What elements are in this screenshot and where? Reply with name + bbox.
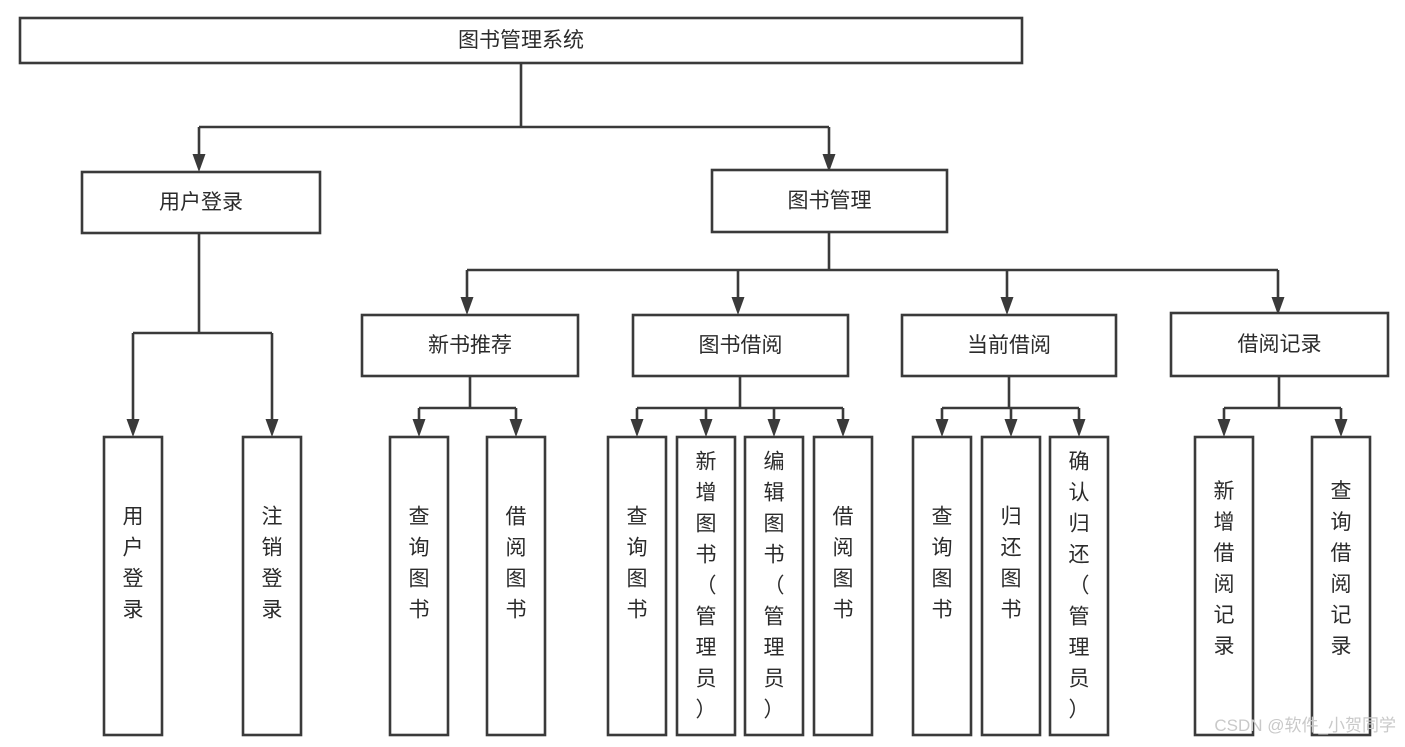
node-label: 借阅图书 bbox=[506, 506, 527, 622]
node-label: 注销登录 bbox=[262, 506, 283, 622]
node-rect[interactable] bbox=[241, 435, 303, 737]
node-label: 新书推荐 bbox=[428, 334, 512, 357]
node-rect[interactable] bbox=[743, 435, 805, 737]
node-label: 借阅图书 bbox=[833, 506, 854, 622]
node-rect[interactable] bbox=[980, 435, 1042, 737]
connector-newbook-to-leaves bbox=[412, 376, 523, 437]
node-rect[interactable] bbox=[900, 313, 1118, 378]
node-rect[interactable] bbox=[360, 313, 580, 378]
node-rect[interactable] bbox=[606, 435, 668, 737]
node-rect[interactable] bbox=[1048, 435, 1110, 737]
node-rect[interactable] bbox=[1310, 435, 1372, 737]
node-leaf-2[interactable]: 查询图书 bbox=[388, 435, 450, 737]
node-leaf-0[interactable]: 用户登录 bbox=[102, 435, 164, 737]
node-leaf-11[interactable]: 新增借阅记录 bbox=[1193, 435, 1255, 737]
node-label: 图书借阅 bbox=[699, 334, 783, 357]
connector-bookmgmt-to-level3 bbox=[460, 232, 1285, 315]
node-leaf-10[interactable]: 确认归还（管理员） bbox=[1048, 435, 1110, 737]
node-leaf-7[interactable]: 借阅图书 bbox=[812, 435, 874, 737]
node-level2-0[interactable]: 用户登录 bbox=[80, 170, 322, 235]
node-leaf-6[interactable]: 编辑图书（管理员） bbox=[743, 435, 805, 737]
node-label: 图书管理 bbox=[788, 190, 872, 213]
node-leaf-5[interactable]: 新增图书（管理员） bbox=[675, 435, 737, 737]
connector-root-to-level2 bbox=[192, 63, 836, 172]
node-layer: 图书管理系统用户登录图书管理新书推荐图书借阅当前借阅借阅记录用户登录注销登录查询… bbox=[18, 16, 1390, 737]
node-rect[interactable] bbox=[485, 435, 547, 737]
node-label: 查询图书 bbox=[627, 506, 648, 622]
connector-borrow-to-leaves bbox=[630, 376, 850, 437]
node-label: 查询借阅记录 bbox=[1331, 480, 1352, 658]
node-level3-1[interactable]: 图书借阅 bbox=[631, 313, 850, 378]
node-rect[interactable] bbox=[388, 435, 450, 737]
node-rect[interactable] bbox=[1169, 311, 1390, 378]
connector-records-to-leaves bbox=[1217, 376, 1348, 437]
node-leaf-9[interactable]: 归还图书 bbox=[980, 435, 1042, 737]
node-label: 当前借阅 bbox=[967, 334, 1051, 357]
csdn-watermark: CSDN @软件_小贺同学 bbox=[1214, 716, 1396, 735]
node-leaf-3[interactable]: 借阅图书 bbox=[485, 435, 547, 737]
node-label: 新增借阅记录 bbox=[1214, 480, 1235, 658]
node-label: 确认归还（管理员） bbox=[1069, 451, 1090, 722]
connector-layer bbox=[126, 63, 1348, 437]
node-rect[interactable] bbox=[710, 168, 949, 234]
connector-current-to-leaves bbox=[935, 376, 1086, 437]
connector-userlogin-to-leaves bbox=[126, 233, 279, 437]
node-rect[interactable] bbox=[631, 313, 850, 378]
node-label: 编辑图书（管理员） bbox=[764, 451, 785, 722]
node-label: 查询图书 bbox=[409, 506, 430, 622]
node-label: 用户登录 bbox=[123, 506, 144, 622]
node-level3-2[interactable]: 当前借阅 bbox=[900, 313, 1118, 378]
node-level2-1[interactable]: 图书管理 bbox=[710, 168, 949, 234]
node-rect[interactable] bbox=[102, 435, 164, 737]
node-label: 用户登录 bbox=[159, 191, 243, 214]
node-rect[interactable] bbox=[18, 16, 1024, 65]
node-root[interactable]: 图书管理系统 bbox=[18, 16, 1024, 65]
node-label: 借阅记录 bbox=[1238, 333, 1322, 356]
node-rect[interactable] bbox=[1193, 435, 1255, 737]
node-label: 查询图书 bbox=[932, 506, 953, 622]
node-level3-0[interactable]: 新书推荐 bbox=[360, 313, 580, 378]
node-rect[interactable] bbox=[911, 435, 973, 737]
node-leaf-12[interactable]: 查询借阅记录 bbox=[1310, 435, 1372, 737]
node-rect[interactable] bbox=[675, 435, 737, 737]
node-rect[interactable] bbox=[812, 435, 874, 737]
node-label: 图书管理系统 bbox=[458, 29, 584, 52]
node-level3-3[interactable]: 借阅记录 bbox=[1169, 311, 1390, 378]
node-rect[interactable] bbox=[80, 170, 322, 235]
node-leaf-1[interactable]: 注销登录 bbox=[241, 435, 303, 737]
node-leaf-8[interactable]: 查询图书 bbox=[911, 435, 973, 737]
node-label: 归还图书 bbox=[1001, 506, 1022, 622]
node-leaf-4[interactable]: 查询图书 bbox=[606, 435, 668, 737]
node-label: 新增图书（管理员） bbox=[696, 451, 717, 722]
